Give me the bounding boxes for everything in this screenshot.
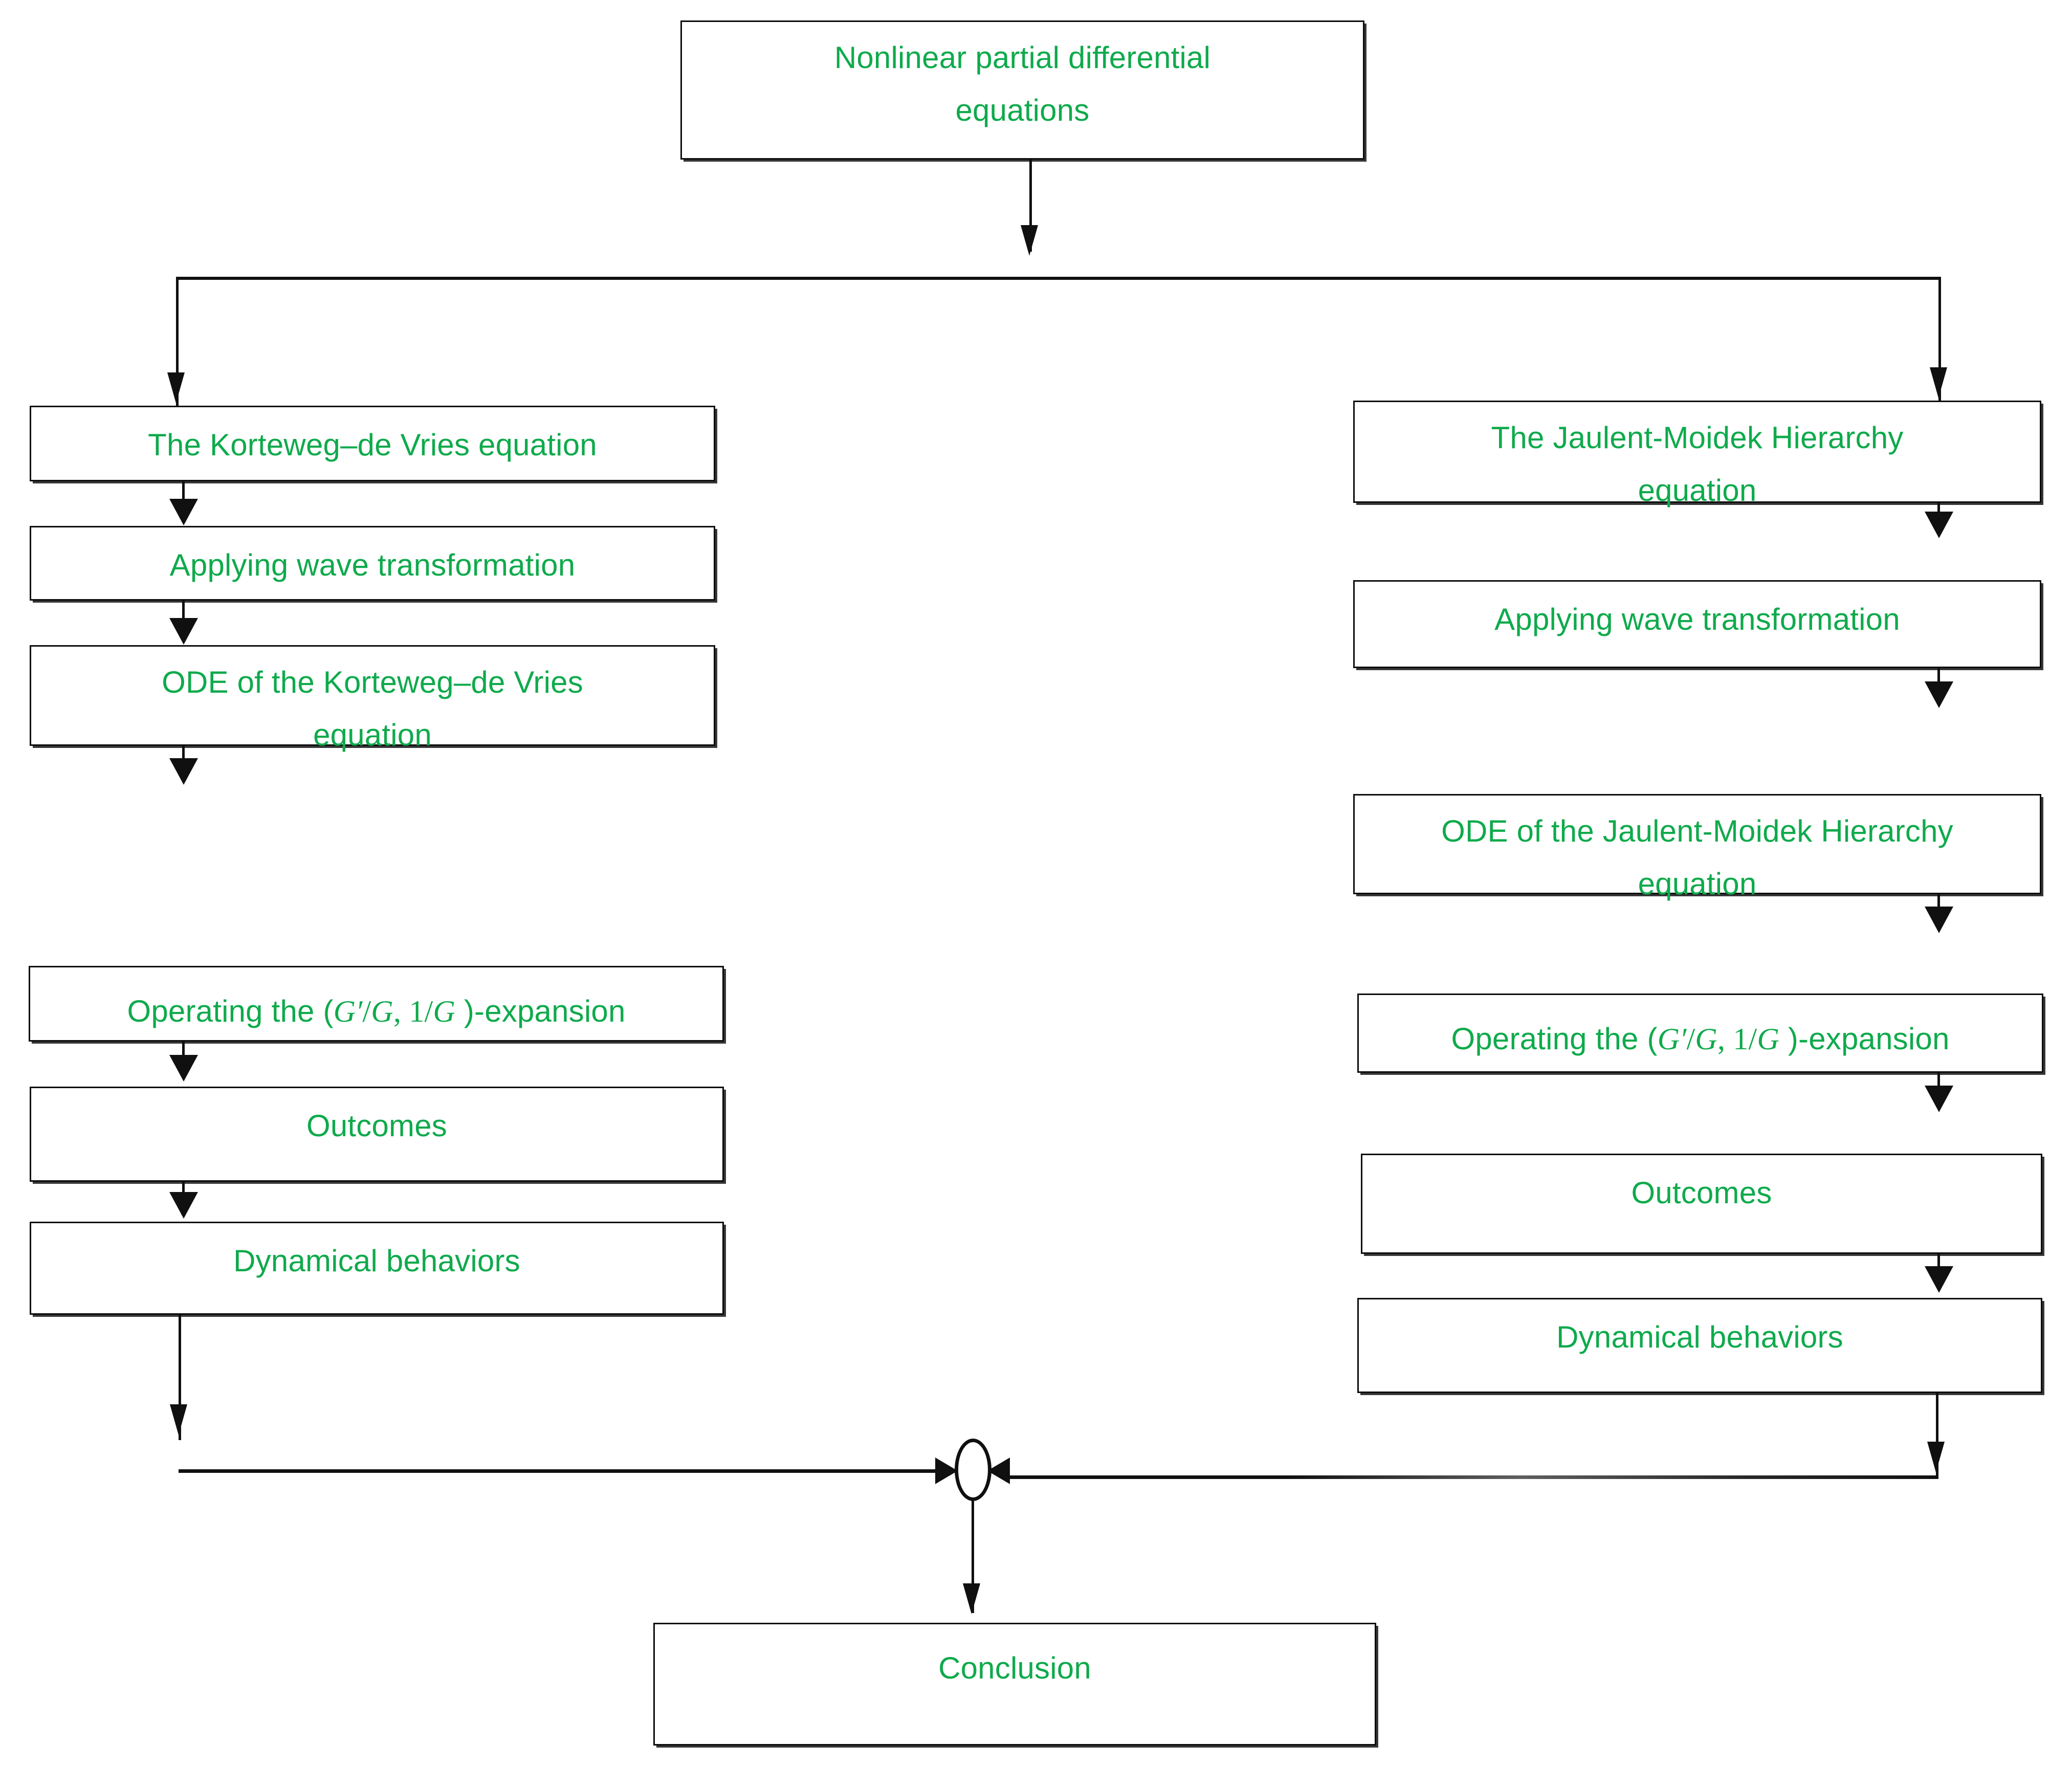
node-conclusion[interactable]: Conclusion bbox=[653, 1623, 1376, 1746]
arrow-split-to-right-branch bbox=[1930, 367, 1947, 398]
node-right-6-dynamical-behaviors[interactable]: Dynamical behaviors bbox=[1357, 1298, 2042, 1393]
connector-left-to-merge-drop bbox=[179, 1315, 181, 1440]
arrow-left-drop bbox=[170, 1404, 187, 1435]
connector-split-left-drop bbox=[176, 277, 179, 407]
arrow-right-1-2 bbox=[1925, 512, 1953, 538]
node-label: Conclusion bbox=[938, 1651, 1091, 1685]
arrow-left-3-4 bbox=[169, 758, 198, 785]
node-right-2-wave-transformation[interactable]: Applying wave transformation bbox=[1353, 580, 2041, 668]
node-label: Outcomes bbox=[306, 1109, 448, 1143]
arrow-left-5-6 bbox=[169, 1192, 198, 1219]
node-left-1-kdv-equation[interactable]: The Korteweg–de Vries equation bbox=[30, 406, 715, 481]
node-root-nonlinear-pde[interactable]: Nonlinear partial differential equations bbox=[680, 20, 1364, 160]
node-left-6-dynamical-behaviors[interactable]: Dynamical behaviors bbox=[30, 1222, 724, 1315]
arrow-left-into-junction bbox=[935, 1458, 958, 1484]
node-label: The Korteweg–de Vries equation bbox=[148, 428, 597, 462]
connector-left-2-3 bbox=[182, 601, 185, 631]
node-label: Dynamical behaviors bbox=[1556, 1320, 1843, 1354]
arrow-right-drop bbox=[1927, 1442, 1945, 1472]
connector-right-to-merge-run bbox=[1007, 1475, 1938, 1479]
arrow-left-1-2 bbox=[169, 499, 198, 525]
connector-left-to-merge-run bbox=[179, 1469, 960, 1473]
node-label-math: Operating the (G′/G, 1/G )-expansion bbox=[1451, 1022, 1950, 1056]
node-right-3-ode-jaulent-moidek[interactable]: ODE of the Jaulent-Moidek Hierarchy equa… bbox=[1353, 794, 2041, 901]
node-label-math: Operating the (G′/G, 1/G )-expansion bbox=[127, 994, 626, 1028]
arrow-left-2-3 bbox=[169, 618, 198, 645]
arrow-split-to-left-branch bbox=[167, 372, 185, 403]
node-label: ODE of the Korteweg–de Vries equation bbox=[162, 665, 583, 753]
arrow-junction-to-conclusion bbox=[963, 1583, 980, 1614]
arrow-root-to-split bbox=[1021, 225, 1038, 256]
node-left-3-ode-kdv[interactable]: ODE of the Korteweg–de Vries equation bbox=[30, 645, 715, 752]
connector-split-bar bbox=[176, 277, 1941, 280]
arrow-right-4-5 bbox=[1925, 1086, 1953, 1112]
arrow-left-4-5 bbox=[169, 1055, 198, 1081]
connector-junction-to-conclusion bbox=[972, 1498, 974, 1613]
node-label: ODE of the Jaulent-Moidek Hierarchy equa… bbox=[1441, 814, 1953, 901]
node-label: Applying wave transformation bbox=[1494, 602, 1900, 636]
node-label: Outcomes bbox=[1631, 1176, 1772, 1210]
connector-left-1-2 bbox=[182, 481, 185, 512]
arrow-right-5-6 bbox=[1925, 1266, 1953, 1293]
node-left-4-operating-expansion[interactable]: Operating the (G′/G, 1/G )-expansion bbox=[29, 966, 724, 1042]
merge-junction-circle[interactable] bbox=[955, 1439, 991, 1501]
node-right-4-operating-expansion[interactable]: Operating the (G′/G, 1/G )-expansion bbox=[1357, 994, 2043, 1073]
node-left-2-wave-transformation[interactable]: Applying wave transformation bbox=[30, 526, 715, 601]
node-right-5-outcomes[interactable]: Outcomes bbox=[1361, 1154, 2042, 1254]
connector-root-stem bbox=[1029, 160, 1032, 252]
node-label: Nonlinear partial differential equations bbox=[834, 40, 1211, 128]
arrow-right-3-4 bbox=[1925, 907, 1953, 933]
node-right-1-jaulent-moidek-equation[interactable]: The Jaulent-Moidek Hierarchy equation bbox=[1353, 401, 2041, 507]
arrow-right-2-3 bbox=[1925, 681, 1953, 708]
node-label: The Jaulent-Moidek Hierarchy equation bbox=[1491, 421, 1904, 508]
node-label: Applying wave transformation bbox=[169, 548, 576, 582]
node-label: Dynamical behaviors bbox=[233, 1244, 520, 1278]
node-left-5-outcomes[interactable]: Outcomes bbox=[30, 1087, 724, 1182]
connector-right-to-merge-drop bbox=[1936, 1393, 1938, 1477]
connector-split-right-drop bbox=[1938, 277, 1941, 402]
